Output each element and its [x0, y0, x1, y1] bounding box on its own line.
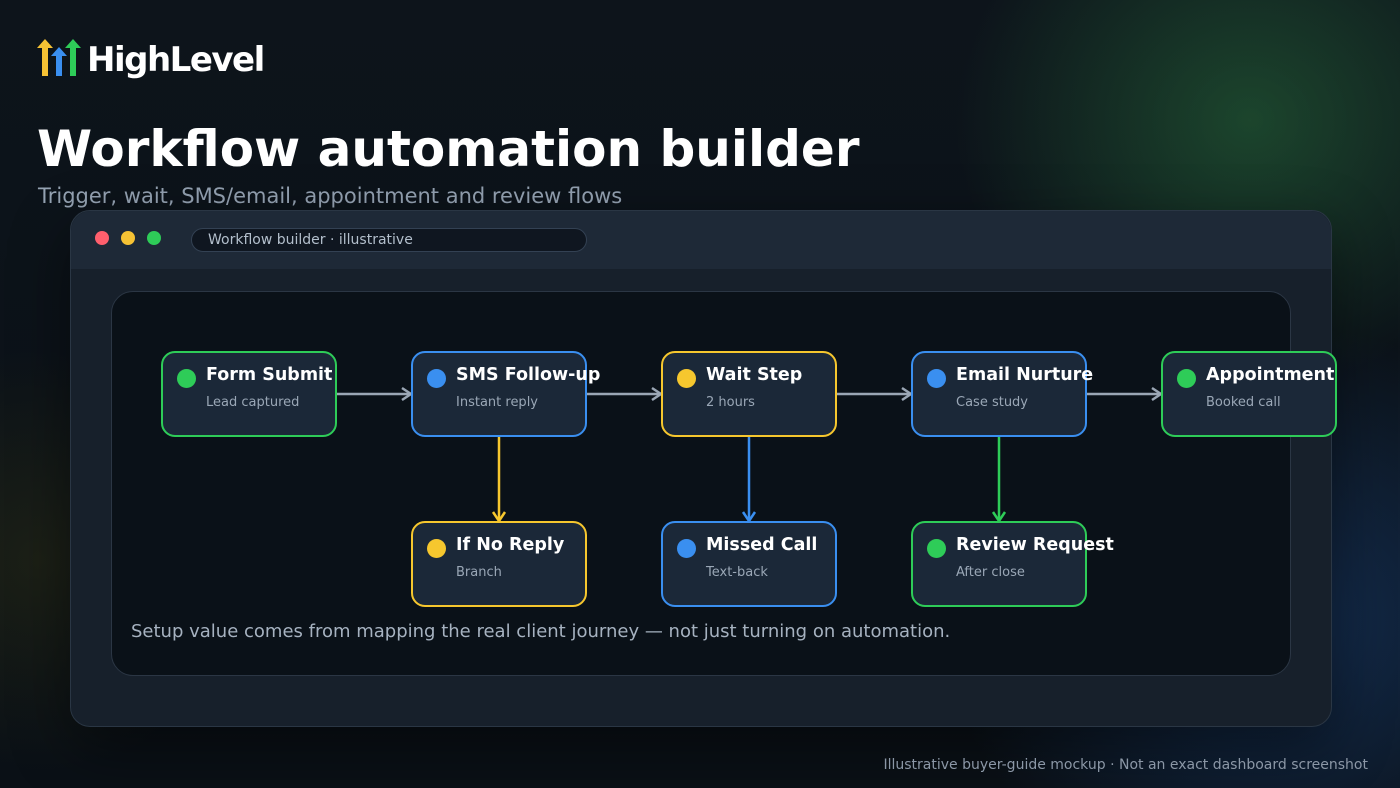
page-title: Workflow automation builder	[37, 120, 860, 178]
node-label: Form Submit	[206, 365, 333, 385]
node-sublabel: Case study	[956, 395, 1029, 410]
node-sublabel: After close	[956, 565, 1025, 580]
node-status-dot-icon	[427, 539, 446, 558]
node-label: Email Nurture	[956, 365, 1094, 385]
node-label: If No Reply	[456, 535, 565, 555]
node-label: Wait Step	[706, 365, 803, 385]
minimize-window-dot[interactable]	[121, 231, 135, 245]
node-wait-step[interactable]: Wait Step 2 hours	[661, 351, 837, 437]
node-status-dot-icon	[677, 539, 696, 558]
node-label: Appointment	[1206, 365, 1335, 385]
node-status-dot-icon	[927, 539, 946, 558]
node-sublabel: Lead captured	[206, 395, 300, 410]
node-status-dot-icon	[1177, 369, 1196, 388]
highlevel-logo: HighLevel	[37, 34, 265, 82]
node-label: Review Request	[956, 535, 1114, 555]
node-status-dot-icon	[177, 369, 196, 388]
footer-disclaimer: Illustrative buyer-guide mockup · Not an…	[883, 757, 1368, 773]
node-sublabel: Text-back	[706, 565, 768, 580]
canvas-note: Setup value comes from mapping the real …	[131, 621, 951, 642]
node-status-dot-icon	[927, 369, 946, 388]
window-titlebar: Workflow builder · illustrative	[71, 211, 1331, 269]
maximize-window-dot[interactable]	[147, 231, 161, 245]
node-label: Missed Call	[706, 535, 818, 555]
close-window-dot[interactable]	[95, 231, 109, 245]
address-bar[interactable]: Workflow builder · illustrative	[191, 228, 587, 252]
node-sublabel: Booked call	[1206, 395, 1281, 410]
node-sublabel: 2 hours	[706, 395, 755, 410]
workflow-canvas	[111, 291, 1291, 676]
node-label: SMS Follow-up	[456, 365, 601, 385]
node-sublabel: Branch	[456, 565, 502, 580]
node-sublabel: Instant reply	[456, 395, 538, 410]
brand-name: HighLevel	[87, 40, 265, 80]
app-window: Workflow builder · illustrative Form Sub…	[70, 210, 1337, 727]
highlevel-logo-icon	[37, 39, 81, 76]
node-status-dot-icon	[427, 369, 446, 388]
page-subtitle: Trigger, wait, SMS/email, appointment an…	[38, 184, 623, 208]
node-status-dot-icon	[677, 369, 696, 388]
